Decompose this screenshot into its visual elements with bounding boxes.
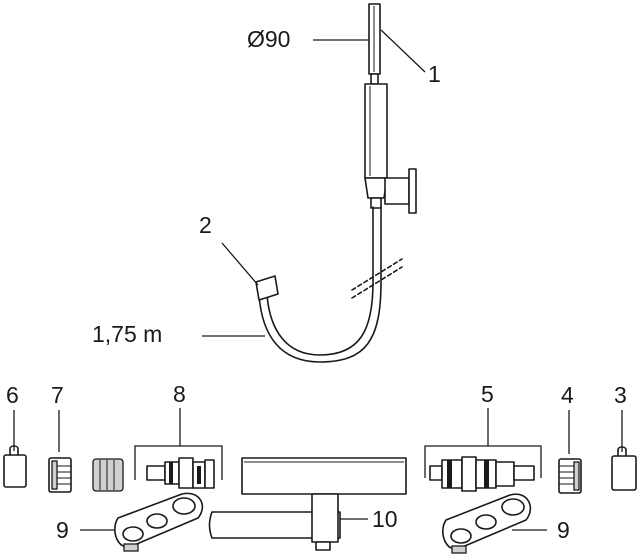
item-9-right-label: 9 bbox=[557, 517, 570, 543]
wall-holder bbox=[384, 168, 417, 214]
item-9-left-escutcheon bbox=[80, 492, 204, 552]
item-4-nut bbox=[558, 410, 582, 494]
item-10-body bbox=[208, 457, 407, 551]
item-7-nut bbox=[48, 410, 72, 493]
item-9-right-escutcheon bbox=[442, 493, 547, 554]
hand-shower bbox=[364, 3, 388, 209]
item-8-label: 8 bbox=[173, 381, 186, 407]
shower-hose bbox=[255, 206, 403, 363]
item-2-leader bbox=[221, 242, 259, 286]
diameter-label: Ø90 bbox=[247, 26, 291, 52]
item-8-group bbox=[92, 408, 223, 492]
item-4-label: 4 bbox=[561, 382, 574, 408]
item-2-label: 2 bbox=[199, 212, 212, 238]
item-3-clip bbox=[611, 410, 637, 491]
item-9-left-label: 9 bbox=[56, 517, 69, 543]
item-10-label: 10 bbox=[372, 506, 398, 532]
hose-length-label: 1,75 m bbox=[92, 321, 163, 347]
item-7-label: 7 bbox=[51, 382, 64, 408]
item-5-group bbox=[424, 408, 542, 492]
item-5-label: 5 bbox=[481, 381, 494, 407]
item-1-label: 1 bbox=[428, 61, 441, 87]
item-3-label: 3 bbox=[614, 382, 627, 408]
item-1-leader bbox=[380, 29, 426, 73]
item-6-clip bbox=[3, 410, 27, 488]
item-6-label: 6 bbox=[6, 382, 19, 408]
